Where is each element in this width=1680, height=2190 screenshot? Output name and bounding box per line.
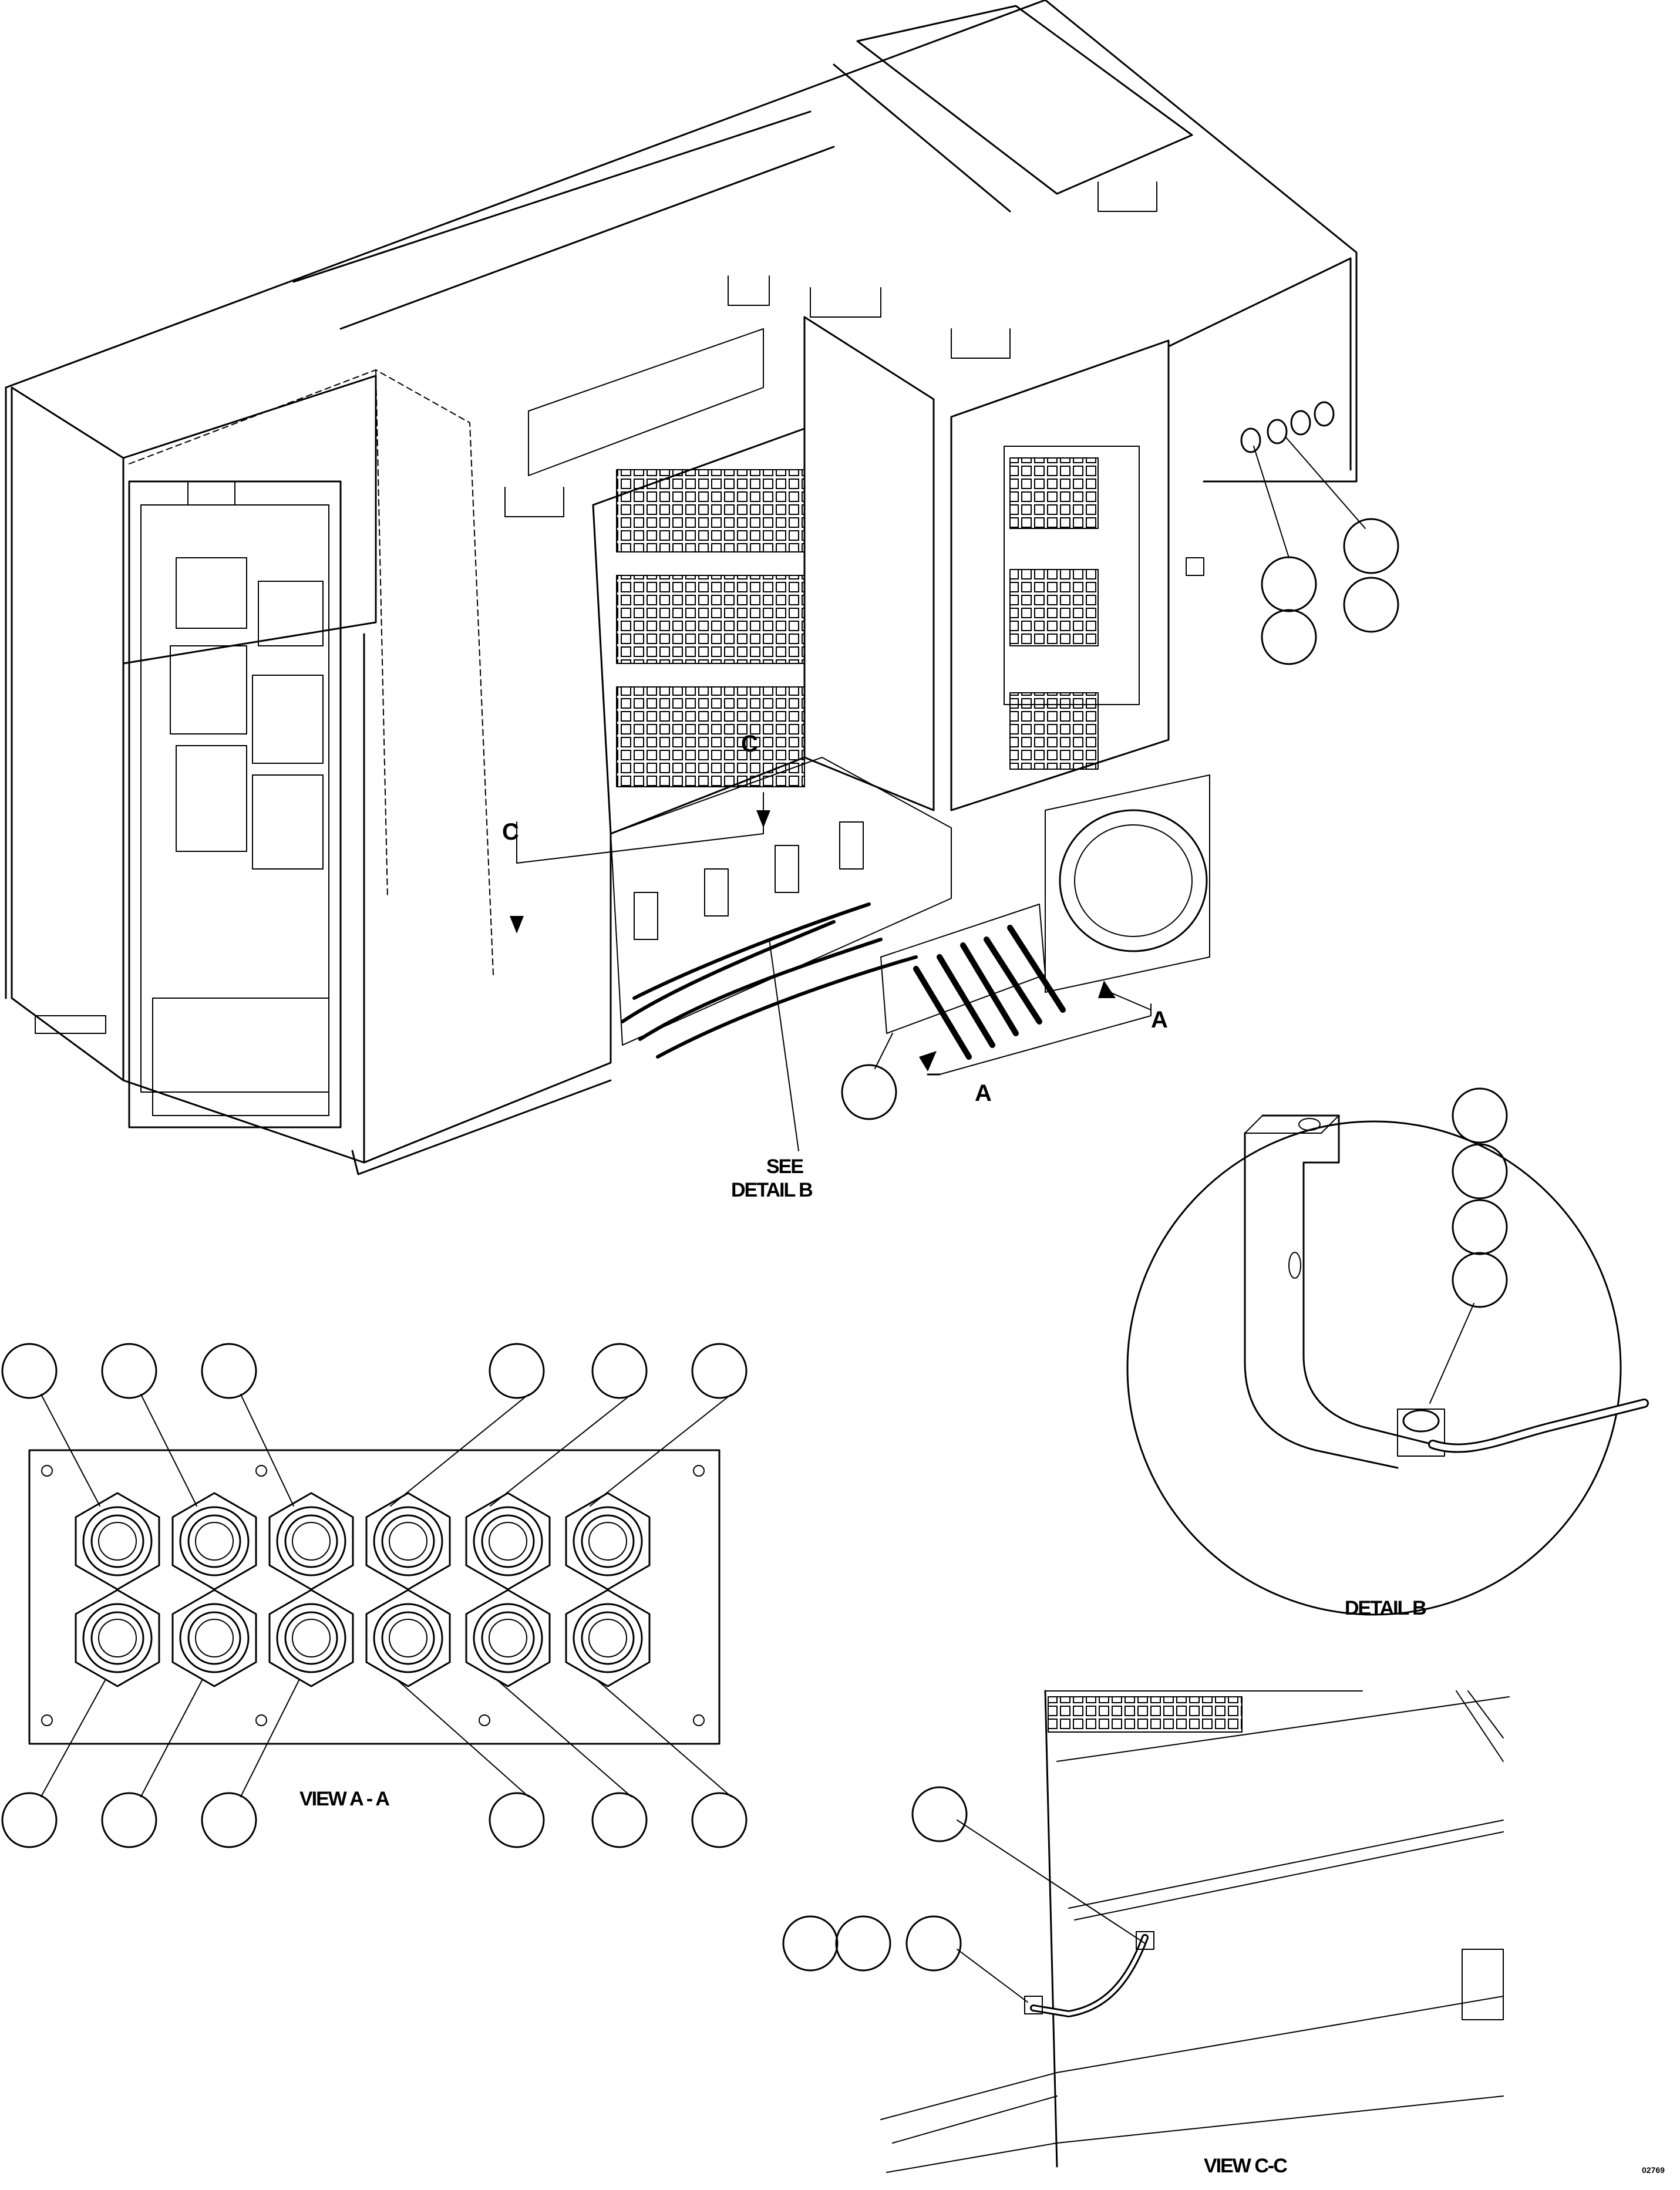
cable-gland [565, 1492, 651, 1591]
view-cc [782, 1690, 1510, 2173]
see-label: SEE [766, 1155, 804, 1178]
callout-circle [201, 1343, 257, 1399]
main-view-callouts [841, 437, 1399, 1120]
cable-gland [365, 1492, 451, 1591]
section-a-upper-label: A [1151, 1007, 1168, 1033]
section-c-right-label: C [741, 731, 758, 757]
cable-gland [465, 1492, 551, 1591]
cable-gland [75, 1492, 160, 1591]
callout-circle [591, 1792, 648, 1848]
callout-circle [591, 1343, 648, 1399]
cable-gland [465, 1589, 551, 1687]
callout-circle [1, 1343, 58, 1399]
cable-gland [268, 1492, 354, 1591]
view-cc-caption: VIEW C-C [1204, 2155, 1288, 2177]
callout-circle [489, 1792, 545, 1848]
figure-code: 02769 [1642, 2165, 1665, 2175]
see-detail-b-label: DETAIL B [731, 1179, 813, 1201]
cable-gland [565, 1589, 651, 1687]
callout-circle [691, 1343, 748, 1399]
cable-gland [365, 1589, 451, 1687]
callout-circle [1, 1792, 58, 1848]
section-arrowheads [510, 810, 1116, 1072]
section-c-left-label: C [502, 819, 519, 845]
cable-gland [75, 1589, 160, 1687]
gland-rows [75, 1492, 651, 1687]
view-aa [28, 1449, 721, 1745]
view-aa-callouts [1, 1343, 748, 1848]
callout-circle [201, 1792, 257, 1848]
detail-b-caption: DETAIL B [1345, 1597, 1427, 1619]
cable-gland [268, 1589, 354, 1687]
callout-circle [101, 1792, 157, 1848]
cable-gland [171, 1492, 257, 1591]
detail-b-view [1126, 1087, 1649, 1616]
main-isometric-view [5, 0, 1358, 1175]
callout-circle [101, 1343, 157, 1399]
callout-circle [489, 1343, 545, 1399]
view-aa-caption: VIEW A - A [299, 1788, 390, 1810]
cable-gland [171, 1589, 257, 1687]
section-a-lower-label: A [975, 1080, 992, 1106]
callout-circle [691, 1792, 748, 1848]
